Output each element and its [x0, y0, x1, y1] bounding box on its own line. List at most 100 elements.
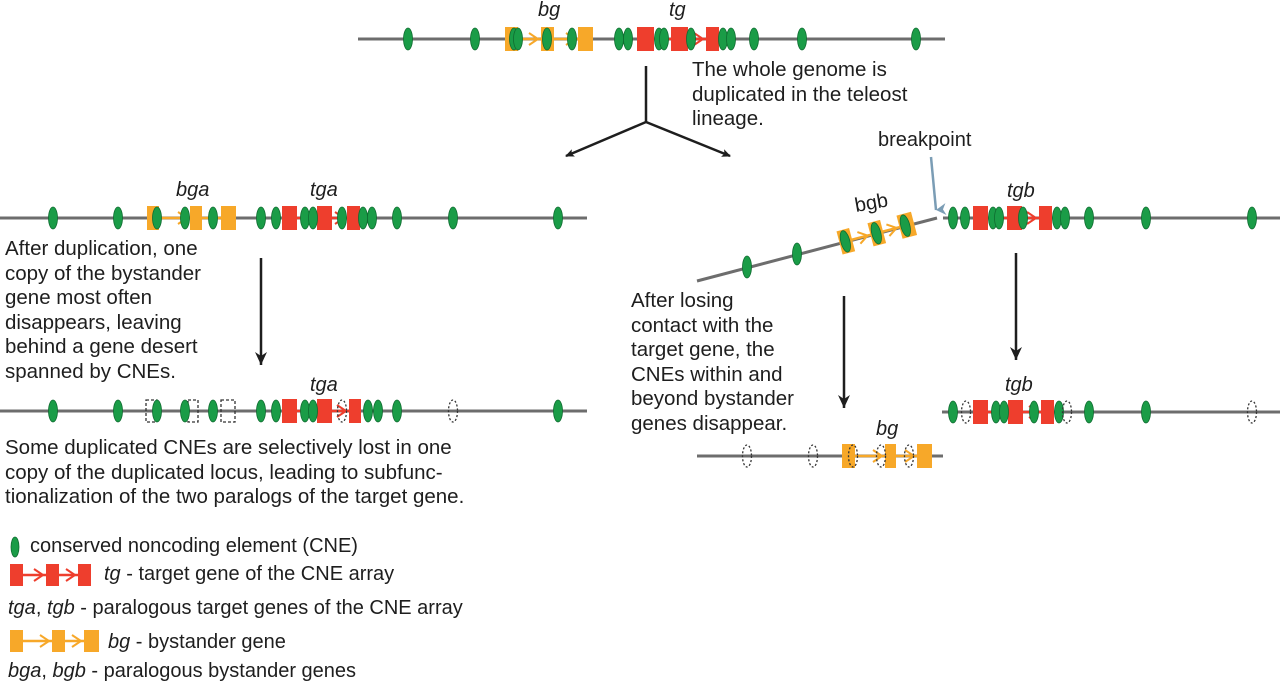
cne-mark	[911, 27, 921, 51]
lost-cne-mark	[1246, 400, 1258, 424]
paralog-b-description: After losing contact with the target gen…	[631, 289, 794, 435]
lost-cne-mark	[336, 399, 348, 423]
exon-block	[78, 564, 91, 586]
cne-mark	[1247, 206, 1257, 230]
gene-label-tgb: tgb	[1007, 180, 1035, 202]
gene-label-tga: tga	[310, 179, 338, 201]
exon-block	[190, 206, 202, 230]
cne-mark	[623, 27, 633, 51]
paralog-a-description: After duplication, one copy of the bysta…	[5, 237, 202, 383]
cne-mark	[152, 206, 162, 230]
target-gene-tgb-after	[973, 400, 1054, 424]
cne-mark	[208, 399, 218, 423]
exon-block	[46, 564, 59, 586]
bystander-gene-bgb-tilted	[836, 211, 918, 255]
exon-block	[973, 400, 988, 424]
cne-mark	[152, 399, 162, 423]
exon-block	[973, 206, 988, 230]
cne-mark	[392, 206, 402, 230]
gene-label-bga: bga	[176, 179, 209, 201]
cne-mark	[542, 27, 552, 51]
cne-mark	[553, 399, 563, 423]
cne-mark	[470, 27, 480, 51]
gene-label-tgb-after: tgb	[1005, 374, 1033, 396]
duplication-split-arrow	[565, 66, 731, 158]
transcription-arrow	[693, 32, 705, 46]
lost-cne-mark	[903, 444, 915, 468]
cne-mark	[1084, 206, 1094, 230]
cne-mark	[1141, 400, 1151, 424]
transcription-arrow	[872, 449, 884, 463]
exon-block	[10, 630, 23, 652]
cne-mark	[308, 399, 318, 423]
exon-block	[1007, 206, 1022, 230]
cne-mark	[1029, 400, 1039, 424]
lost-cne-mark	[807, 444, 819, 468]
exon-block	[917, 444, 932, 468]
exon-block	[706, 27, 719, 51]
legend-paralogous-target-genes: tga, tgb - paralogous target genes of th…	[8, 597, 463, 619]
cne-mark	[256, 399, 266, 423]
exon-block	[885, 444, 896, 468]
lost-cne-mark	[875, 444, 887, 468]
exon-block	[84, 630, 99, 652]
lost-cne-mark	[960, 400, 972, 424]
lost-cne-mark	[741, 444, 753, 468]
cne-mark	[308, 206, 318, 230]
exon-block	[1039, 206, 1052, 230]
paralog-a-locus	[0, 206, 587, 230]
legend-paralogous-bystander-genes: bga, bgb - paralogous bystander genes	[8, 660, 357, 682]
paralog-b-locus	[696, 206, 1280, 283]
exon-block	[671, 27, 688, 51]
gene-label-tga-after: tga	[310, 374, 338, 396]
legend-target-gene-icon	[10, 564, 91, 586]
gene-label-bg: bg	[538, 0, 560, 21]
cne-mark	[948, 400, 958, 424]
lost-cne-mark	[1061, 400, 1073, 424]
exon-block	[349, 399, 361, 423]
exon-block	[1041, 400, 1054, 424]
gene-label-bg-after: bg	[876, 418, 898, 440]
cne-mark	[180, 206, 190, 230]
gene-label-tg: tg	[669, 0, 686, 21]
cne-mark	[271, 399, 281, 423]
transcription-arrow	[39, 634, 51, 648]
cne-mark	[48, 399, 58, 423]
exon-block	[347, 206, 360, 230]
cne-mark	[392, 399, 402, 423]
cne-mark	[513, 27, 523, 51]
cne-mark	[1054, 400, 1064, 424]
target-gene-tgb	[973, 206, 1052, 230]
paralog-a-after-locus	[0, 399, 587, 423]
cne-mark	[113, 399, 123, 423]
cne-mark	[363, 399, 373, 423]
cne-mark	[403, 27, 413, 51]
cne-mark	[48, 206, 58, 230]
cne-mark	[659, 27, 669, 51]
cne-mark	[614, 27, 624, 51]
cne-mark	[1141, 206, 1151, 230]
cne-mark	[337, 206, 347, 230]
transcription-arrow	[1026, 211, 1038, 225]
cne-mark	[1084, 400, 1094, 424]
subfunctionalization-summary: Some duplicated CNEs are selectively los…	[5, 436, 465, 508]
cne-mark	[999, 400, 1009, 424]
exon-block	[282, 399, 297, 423]
transcription-arrow	[857, 231, 870, 245]
ancestral-description: The whole genome is duplicated in the te…	[692, 58, 908, 130]
exon-block	[282, 206, 297, 230]
cne-mark	[742, 255, 752, 279]
cne-mark	[256, 206, 266, 230]
exon-block	[1008, 400, 1023, 424]
legend-bystander-gene: bg - bystander gene	[108, 631, 286, 653]
cne-mark	[553, 206, 563, 230]
legend-target-gene: tg - target gene of the CNE array	[104, 563, 395, 585]
cne-mark	[271, 206, 281, 230]
transcription-arrow	[71, 634, 83, 648]
ancestral-locus	[358, 27, 945, 51]
transcription-arrow	[65, 568, 77, 582]
gene-label-bgb: bgb	[853, 189, 890, 216]
lost-cne-mark	[447, 399, 459, 423]
cne-mark	[960, 206, 970, 230]
cne-mark	[839, 230, 851, 253]
